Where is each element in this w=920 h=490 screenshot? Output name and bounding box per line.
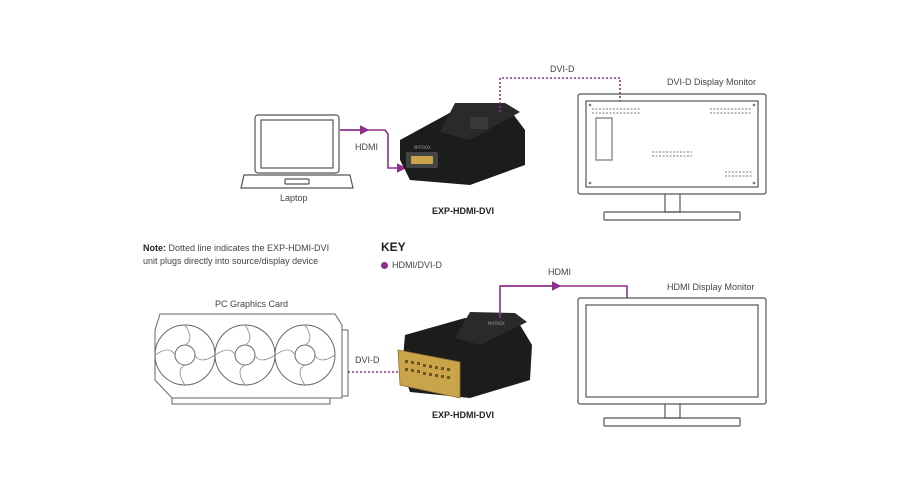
svg-text:MATROX: MATROX: [414, 145, 431, 150]
note-line1: Dotted line indicates the EXP-HDMI-DVI: [166, 243, 330, 253]
note-bold: Note:: [143, 243, 166, 253]
laptop-icon: [240, 114, 354, 189]
laptop-label: Laptop: [280, 193, 308, 203]
key-item-label: HDMI/DVI-D: [392, 260, 442, 270]
hdmi-label-top: HDMI: [355, 142, 378, 152]
hdmi-label-bottom: HDMI: [548, 267, 571, 277]
key-title: KEY: [381, 240, 406, 254]
key-color-dot: [381, 261, 388, 269]
graphics-card-label: PC Graphics Card: [215, 299, 289, 309]
model-label-bottom: EXP-HDMI-DVI: [432, 410, 495, 420]
adapter-icon: MATROX: [400, 103, 525, 185]
key-item: HDMI/DVI-D: [381, 260, 442, 270]
dvi-label-top: DVI-D: [550, 64, 575, 74]
dvi-monitor-label: DVI-D Display Monitor: [667, 77, 757, 87]
hdmi-cable-top: [340, 129, 407, 173]
hdmi-monitor-icon: [577, 297, 767, 427]
dvi-monitor-icon: [577, 93, 767, 221]
adapter-icon-bottom: MATROX: [397, 312, 532, 399]
note-text: Note: Dotted line indicates the EXP-HDMI…: [143, 242, 329, 268]
graphics-card-icon: [154, 313, 349, 405]
hdmi-cable-bottom: [499, 285, 628, 318]
note-line2: unit plugs directly into source/display …: [143, 256, 319, 266]
svg-text:MATROX: MATROX: [488, 321, 505, 326]
model-label-top: EXP-HDMI-DVI: [432, 206, 495, 216]
hdmi-monitor-label: HDMI Display Monitor: [667, 282, 755, 292]
dvi-label-bottom: DVI-D: [355, 355, 380, 365]
